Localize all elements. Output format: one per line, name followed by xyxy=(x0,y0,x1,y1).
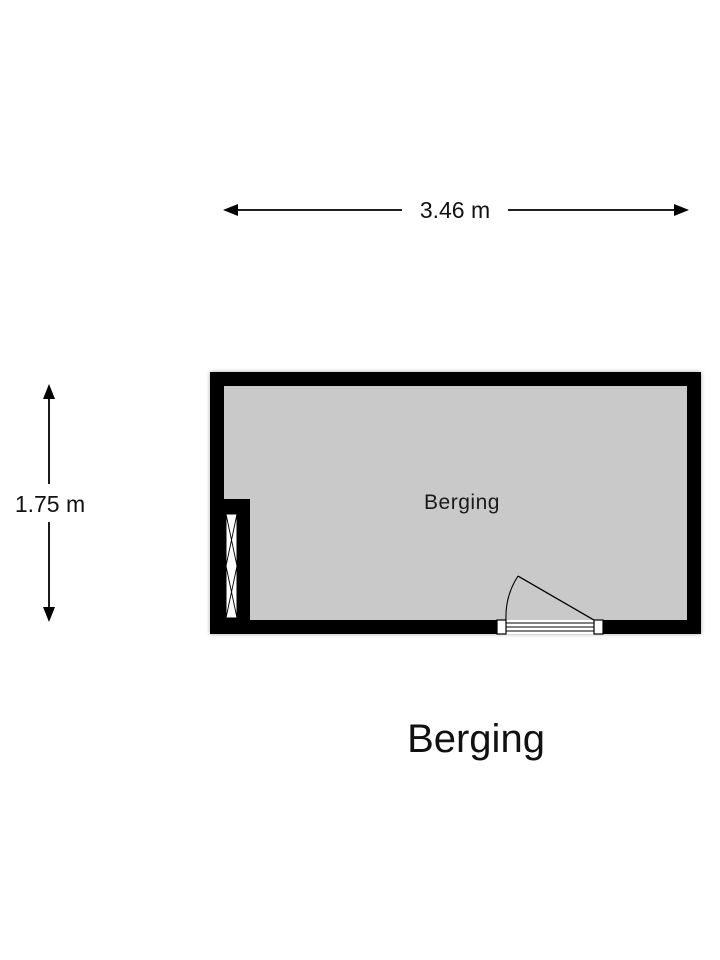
arrow-up-icon xyxy=(43,384,55,399)
plan-title: Berging xyxy=(407,717,545,761)
arrow-down-icon xyxy=(43,607,55,622)
door-swing-arc xyxy=(505,575,519,621)
width-dimension: 3.46 m xyxy=(223,197,689,223)
depth-dimension-label: 1.75 m xyxy=(15,491,85,517)
door-jamb-left xyxy=(496,619,507,635)
arrow-left-icon xyxy=(223,204,238,216)
depth-dimension: 1.75 m xyxy=(15,384,85,622)
room-name-label: Berging xyxy=(424,491,500,514)
arrow-right-icon xyxy=(674,204,689,216)
closet-cross-line xyxy=(225,513,238,567)
closet-cross-line xyxy=(225,565,238,619)
room-floor xyxy=(224,386,687,620)
closet xyxy=(225,513,238,619)
room-berging xyxy=(210,372,701,634)
width-dimension-label: 3.46 m xyxy=(420,197,490,223)
door xyxy=(496,575,604,635)
door-leaf xyxy=(517,575,595,621)
closet-interior xyxy=(225,513,238,619)
door-jamb-right xyxy=(593,619,604,635)
